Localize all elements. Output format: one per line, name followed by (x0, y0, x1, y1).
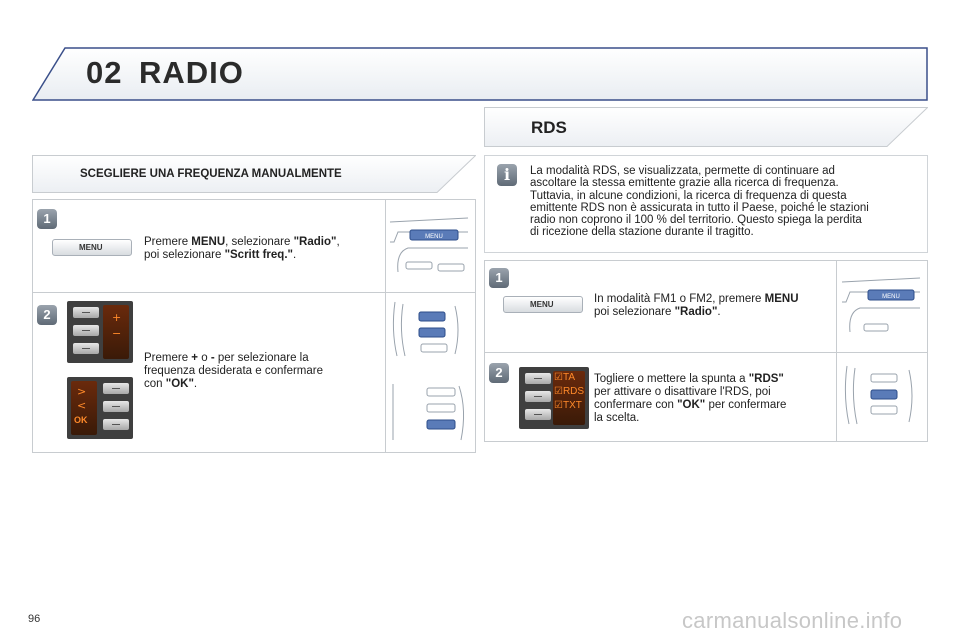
step-1-instructions: Premere MENU, selezionare "Radio", poi s… (144, 236, 340, 261)
section-title: RDS (531, 118, 567, 137)
sketch-menu-label: MENU (882, 294, 900, 300)
rds-keypad: ☑TA ☑RDS ☑TXT (519, 367, 589, 429)
chapter-title: RADIO (139, 55, 244, 90)
step-1-instructions: In modalità FM1 o FM2, premere MENU poi … (594, 293, 799, 318)
step-1-badge: 1 (489, 268, 509, 288)
step-2-badge: 2 (489, 363, 509, 383)
dashboard-buttons-sketch (844, 365, 913, 425)
menu-button[interactable]: MENU (503, 296, 583, 313)
keypad-key[interactable] (525, 409, 551, 420)
keypad-key[interactable] (73, 343, 99, 354)
chapter-number: 02 (86, 55, 123, 90)
page-number: 96 (28, 613, 41, 625)
step-2-instructions: Premere + o - per selezionare la frequen… (144, 352, 323, 390)
panel-divider (485, 352, 927, 353)
ok-label: OK (74, 415, 88, 425)
keypad-key[interactable] (103, 419, 129, 430)
chevron-down-icon: < (77, 399, 87, 412)
info-icon: i (497, 164, 517, 186)
panel-divider (836, 261, 837, 441)
step-1-badge: 1 (37, 209, 57, 229)
dashboard-menu-sketch: MENU (841, 277, 921, 333)
keypad-key[interactable] (73, 307, 99, 318)
panel-divider (33, 292, 475, 293)
manual-frequency-heading: SCEGLIERE UNA FREQUENZA MANUALMENTE (32, 155, 476, 193)
section-title: SCEGLIERE UNA FREQUENZA MANUALMENTE (80, 168, 342, 180)
minus-label: − (112, 327, 122, 340)
plus-label: + (112, 311, 122, 324)
step-2-badge: 2 (37, 305, 57, 325)
step-2-instructions: Togliere o mettere la spunta a "RDS" per… (594, 373, 787, 424)
txt-option[interactable]: ☑TXT (554, 400, 582, 411)
chapter-header: 02 RADIO (32, 47, 928, 101)
keypad-key[interactable] (525, 391, 551, 402)
sketch-menu-label: MENU (425, 234, 443, 240)
dashboard-menu-sketch: MENU (389, 217, 469, 273)
rds-option[interactable]: ☑RDS (554, 386, 585, 397)
keypad-key[interactable] (525, 373, 551, 384)
keypad-screen: > < OK (71, 381, 97, 435)
menu-button[interactable]: MENU (52, 239, 132, 256)
chevron-up-icon: > (77, 385, 87, 398)
watermark: carmanualsonline.info (682, 608, 903, 633)
keypad-key[interactable] (103, 401, 129, 412)
rds-options-screen: ☑TA ☑RDS ☑TXT (553, 371, 585, 425)
header-frame (32, 47, 928, 101)
panel-divider (385, 200, 386, 452)
heading-frame (32, 155, 476, 193)
rds-info-box (484, 155, 928, 253)
keypad-screen: + − (103, 305, 129, 359)
rds-heading: RDS (484, 107, 928, 147)
ok-keypad: > < OK (67, 377, 133, 439)
ta-option[interactable]: ☑TA (554, 372, 576, 383)
rds-info-text: La modalità RDS, se visualizzata, permet… (530, 165, 869, 239)
keypad-key[interactable] (103, 383, 129, 394)
dashboard-buttons-sketch (392, 301, 465, 441)
plus-minus-keypad: + − (67, 301, 133, 363)
keypad-key[interactable] (73, 325, 99, 336)
heading-frame (484, 107, 928, 147)
